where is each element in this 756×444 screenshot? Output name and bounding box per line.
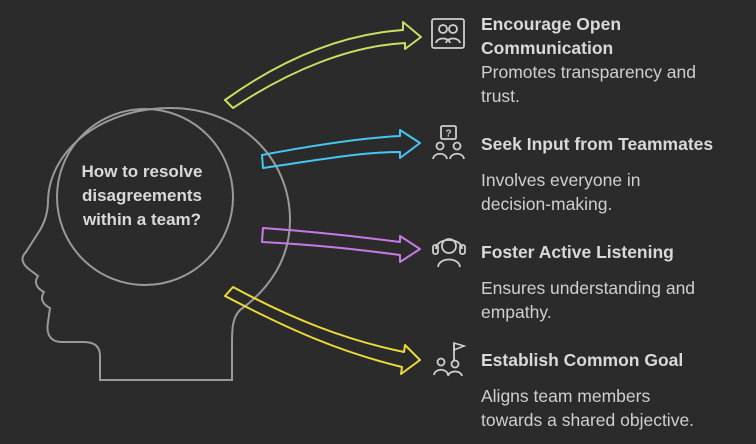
conversation-people-icon (431, 18, 465, 49)
central-question-line-3: within a team? (82, 210, 202, 229)
arrow-seek-input (261, 129, 421, 169)
central-question: How to resolve disagreements within a te… (56, 160, 228, 232)
item-1-title-line-2: Communication (481, 38, 614, 58)
item-seek-input-title: Seek Input from Teammates (481, 132, 749, 156)
headphones-person-icon (432, 238, 466, 268)
item-4-title-line-1: Establish Common Goal (481, 350, 684, 370)
arrow-encourage-communication (224, 21, 422, 109)
item-common-goal-title: Establish Common Goal (481, 348, 749, 372)
item-3-desc-line-1: Ensures understanding and (481, 278, 696, 298)
item-1-title-line-1: Encourage Open (481, 14, 622, 34)
item-seek-input-description: Involves everyone in decision-making. (481, 168, 749, 216)
team-flag-icon (433, 341, 467, 377)
item-1-desc-line-2: trust. (481, 86, 520, 106)
center-circle (56, 108, 234, 286)
central-question-line-1: How to resolve (81, 162, 203, 181)
item-3-title-line-1: Foster Active Listening (481, 242, 674, 262)
arrow-active-listening (261, 227, 421, 263)
question-people-icon: ? (432, 125, 465, 160)
central-question-line-2: disagreements (82, 186, 202, 205)
item-4-desc-line-2: towards a shared objective. (481, 410, 695, 430)
item-active-listening-title: Foster Active Listening (481, 240, 749, 264)
item-encourage-communication-description: Promotes transparency and trust. (481, 60, 749, 108)
item-2-desc-line-2: decision-making. (481, 194, 613, 214)
item-4-desc-line-1: Aligns team members (481, 386, 651, 406)
item-2-desc-line-1: Involves everyone in (481, 170, 641, 190)
item-3-desc-line-2: empathy. (481, 302, 552, 322)
item-1-desc-line-1: Promotes transparency and (481, 62, 696, 82)
item-2-title-line-1: Seek Input from Teammates (481, 134, 714, 154)
item-common-goal-description: Aligns team members towards a shared obj… (481, 384, 749, 432)
item-active-listening-description: Ensures understanding and empathy. (481, 276, 749, 324)
item-encourage-communication-title: Encourage Open Communication (481, 12, 749, 60)
svg-text:?: ? (445, 129, 451, 140)
arrow-common-goal (224, 286, 421, 375)
head-silhouette (21, 106, 292, 381)
